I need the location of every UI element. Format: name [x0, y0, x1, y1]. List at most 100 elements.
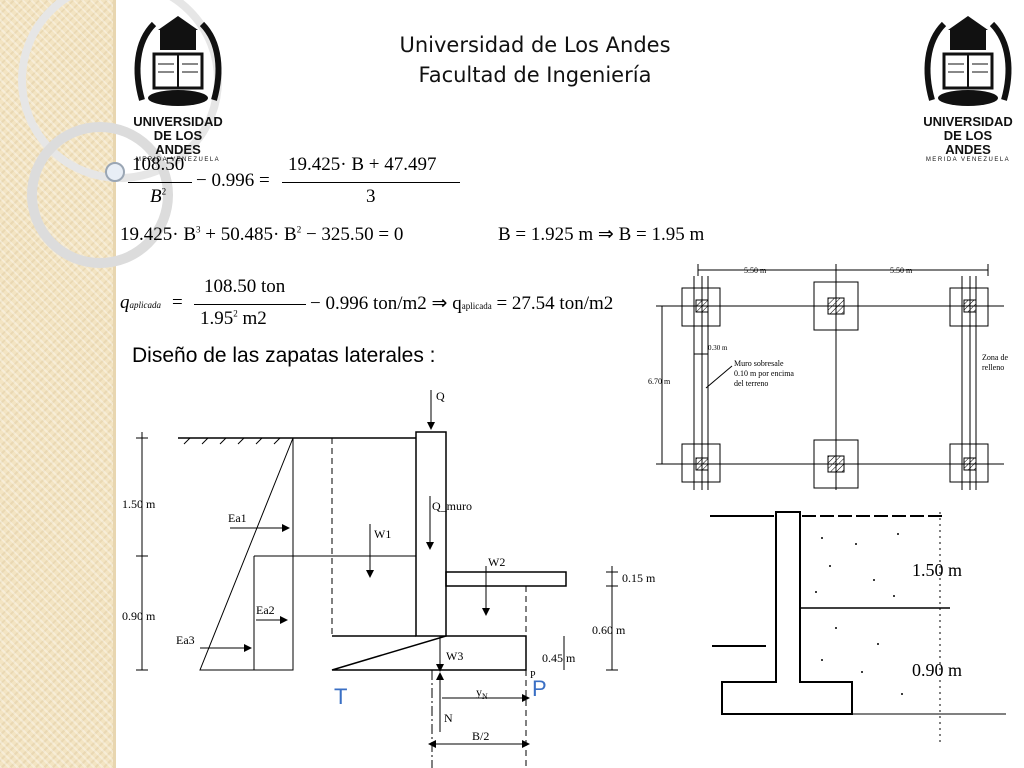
equation-1: 108.50 B2 − 0.996 = 19.425· B + 47.497 3 — [128, 154, 468, 214]
qmuro-arrowhead — [426, 542, 434, 550]
yn-arrowhead — [522, 694, 530, 702]
plan-dim-wall: 0.30 m — [708, 344, 728, 352]
eq4-result: = 27.54 ton/m2 — [496, 293, 614, 314]
floor-slab — [445, 571, 567, 587]
eq2-exp2: 2 — [296, 224, 302, 235]
w1-label: W1 — [374, 527, 391, 541]
dim-060: 0.60 m — [592, 623, 626, 637]
w3-arrowhead — [436, 664, 444, 672]
sidebar-edge — [113, 0, 116, 768]
plan-footing-5 — [813, 439, 859, 489]
plan-column-3 — [963, 299, 977, 313]
section-subtitle: Diseño de las zapatas laterales : — [132, 344, 436, 367]
b2-arrowhead-l — [428, 740, 436, 748]
eq1-b: B — [150, 186, 162, 207]
detail-soil-dots — [815, 533, 903, 695]
ea2-label: Ea2 — [256, 603, 275, 617]
logo-name-line1: UNIVERSIDAD — [923, 114, 1013, 129]
ring-medium — [27, 122, 173, 268]
plan-dim-right: 5.50 m — [890, 266, 913, 275]
eq4-rest: − 0.996 ton/m2 ⇒ qaplicada = 27.54 ton/m… — [310, 292, 613, 315]
eq1-rhs-bar — [282, 182, 460, 183]
eq4-rest-sub: aplicada — [461, 301, 492, 311]
eq4-num: 108.50 ton — [204, 276, 286, 297]
dim-045: 0.45 m — [542, 651, 576, 665]
plan-dim-left: 5.50 m — [744, 266, 767, 275]
plan-footing-2 — [813, 281, 859, 331]
w3-label: W3 — [446, 649, 463, 663]
eq2-part-c: − 325.50 = 0 — [305, 224, 404, 245]
logo-name-line2: DE LOS ANDES — [153, 128, 203, 157]
plan-note-1: Muro sobresale — [734, 359, 784, 368]
label-p: P — [532, 676, 547, 701]
eq4-equals: = — [172, 292, 183, 313]
logo-name-line1: UNIVERSIDAD — [133, 114, 223, 129]
label-t: T — [334, 684, 347, 709]
header-line2: Facultad de Ingeniería — [418, 63, 652, 87]
plan-column-1 — [695, 299, 709, 313]
plan-dim-height: 6.70 m — [648, 377, 671, 386]
wall-detail-drawing: 1.50 m 0.90 m — [710, 511, 1006, 744]
wall-footing — [331, 635, 527, 671]
eq2-part-a: 19.425· B — [120, 224, 196, 245]
logo-sub: MERIDA VENEZUELA — [925, 157, 1011, 163]
eq4-bar — [194, 304, 306, 305]
equation-2: 19.425· B3 + 50.485· B2 − 325.50 = 0 — [120, 224, 403, 246]
n-label: N — [444, 711, 453, 725]
plan-footing-4 — [681, 443, 721, 483]
eq4-q-sub: aplicada — [129, 300, 162, 310]
logo-sub: MERIDA VENEZUELA — [135, 157, 221, 163]
dim-lower-label: 0.90 m — [122, 609, 156, 623]
foundation-plan-drawing: 5.50 m 5.50 m 6.70 m 0.30 m Muro sobresa… — [648, 264, 1008, 490]
dim-015: 0.15 m — [622, 571, 656, 585]
q-arrowhead — [427, 422, 435, 430]
plan-column-4 — [695, 457, 709, 471]
equation-4: qaplicada = 108.50 ton 1.952 m2 − 0.996 … — [120, 276, 660, 336]
plan-column-5 — [827, 455, 845, 473]
plan-footing-1 — [681, 287, 721, 327]
yn-letter: y — [476, 685, 482, 699]
ground-hatch — [183, 437, 281, 445]
eq4-rest-text: − 0.996 ton/m2 ⇒ q — [310, 293, 462, 314]
dim-upper-label: 1.50 m — [122, 497, 156, 511]
w1-arrowhead — [366, 570, 374, 578]
ea1-label: Ea1 — [228, 511, 247, 525]
ea2-arrowhead — [280, 616, 288, 624]
plan-column-6 — [963, 457, 977, 471]
ea3-label: Ea3 — [176, 633, 195, 647]
q-label: Q — [436, 389, 445, 403]
b2-label: B/2 — [472, 729, 489, 743]
wall-stem — [415, 431, 447, 637]
plan-zone-2: relleno — [982, 363, 1004, 372]
w2-arrowhead — [482, 608, 490, 616]
detail-dim-lower: 0.90 m — [912, 660, 962, 680]
eq2-exp3: 3 — [196, 224, 201, 235]
n-arrowhead — [436, 672, 444, 680]
eq4-den-exp: 2 — [233, 308, 238, 319]
eq1-exp: 2 — [161, 186, 167, 197]
eq2-part-b: + 50.485· B — [205, 224, 297, 245]
eq4-den-unit: m2 — [242, 308, 267, 329]
eq4-q-letter: q — [120, 292, 130, 313]
plan-footing-6 — [949, 443, 989, 483]
qmuro-label: Q_muro — [432, 499, 472, 513]
eq1-minus: − 0.996 = — [196, 170, 270, 191]
header-line1: Universidad de Los Andes — [399, 33, 671, 57]
plan-note-3: del terreno — [734, 379, 768, 388]
plan-footing-3 — [949, 287, 989, 327]
eq4-den-val: 1.95 — [200, 308, 234, 329]
w2-label: W2 — [488, 555, 505, 569]
yn-sub: N — [482, 692, 488, 701]
university-logo-left: UNIVERSIDAD DE LOS ANDES MERIDA VENEZUEL… — [130, 12, 226, 163]
logo-name-line2: DE LOS ANDES — [943, 128, 993, 157]
plan-note-leader — [705, 365, 733, 389]
plan-note-2: 0.10 m por encima — [734, 369, 794, 378]
eq1-lhs-den: B2 — [150, 186, 166, 208]
plan-zone-1: Zona de — [982, 353, 1008, 362]
earth-pressure-triangle — [199, 437, 294, 671]
retaining-wall-section: 1.50 m 0.90 m Q Q_muro Ea1 Ea2 Ea3 W1 W2… — [122, 389, 656, 768]
ea3-arrowhead — [244, 644, 252, 652]
university-seal-icon — [134, 16, 222, 106]
eq1-lhs-bar — [128, 182, 192, 183]
p-small-label: P — [530, 670, 536, 681]
